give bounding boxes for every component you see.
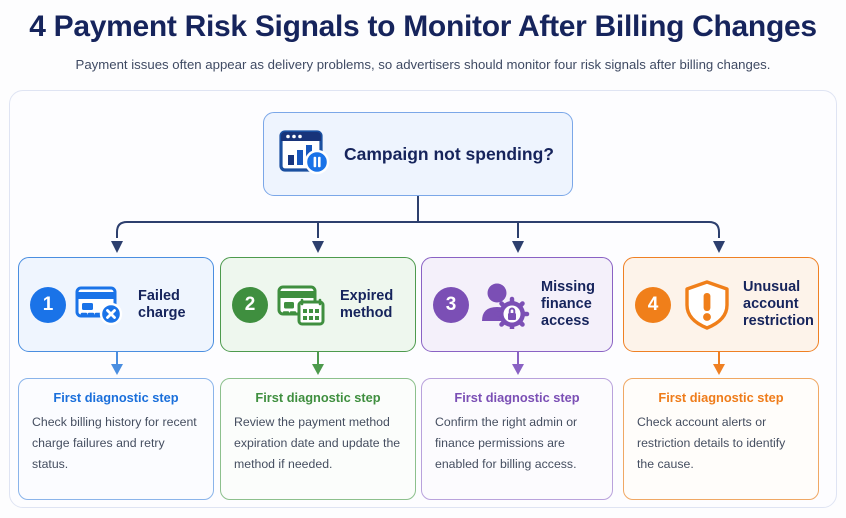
- page-title: 4 Payment Risk Signals to Monitor After …: [29, 10, 817, 43]
- shield-alert-icon: [680, 278, 734, 332]
- root-node-campaign-not-spending[interactable]: Campaign not spending?: [263, 112, 573, 196]
- credit-card-error-icon: [75, 278, 129, 332]
- signal-number-badge: 1: [30, 286, 66, 323]
- browser-bar-chart-pause-icon: [278, 127, 332, 181]
- signal-number-badge: 2: [232, 286, 268, 323]
- diagnostic-step-box-4: First diagnostic step Check account aler…: [623, 378, 819, 500]
- root-node-label: Campaign not spending?: [344, 143, 554, 164]
- diagnostic-step-box-3: First diagnostic step Confirm the right …: [421, 378, 613, 500]
- credit-card-calendar-icon: [277, 278, 331, 332]
- step-title: First diagnostic step: [658, 390, 784, 405]
- step-body: Check account alerts or restriction deta…: [637, 415, 786, 472]
- signal-number-badge: 3: [433, 286, 469, 323]
- step-title: First diagnostic step: [454, 390, 580, 405]
- diagnostic-step-box-2: First diagnostic step Review the payment…: [220, 378, 416, 500]
- step-body: Check billing history for recent charge …: [32, 415, 197, 472]
- page-subtitle: Payment issues often appear as delivery …: [75, 57, 771, 72]
- diagnostic-step-box-1: First diagnostic step Check billing hist…: [18, 378, 214, 500]
- user-gear-lock-icon: [478, 278, 532, 332]
- step-title: First diagnostic step: [255, 390, 381, 405]
- signal-number-badge: 4: [635, 286, 671, 323]
- step-body: Review the payment method expiration dat…: [234, 415, 401, 472]
- step-title: First diagnostic step: [53, 390, 179, 405]
- step-body: Confirm the right admin or finance permi…: [435, 415, 578, 472]
